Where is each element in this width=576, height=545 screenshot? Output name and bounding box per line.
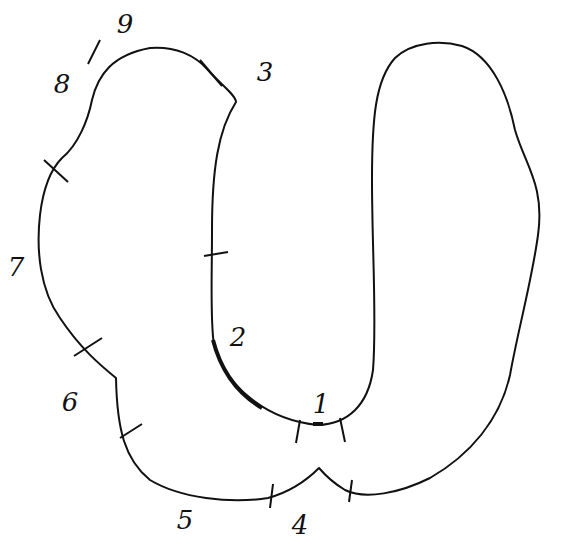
tick <box>204 252 228 256</box>
arch-outline-path <box>39 43 540 500</box>
callout-number: 4 <box>292 512 309 538</box>
callout-number: 6 <box>62 389 79 415</box>
callout-number: 5 <box>177 507 194 533</box>
tick <box>340 418 345 442</box>
tick <box>200 60 222 86</box>
boundary-ticks <box>44 40 352 508</box>
tick <box>120 424 142 438</box>
callout-number: 1 <box>313 391 330 417</box>
shaded-dot <box>313 422 323 426</box>
shaded-segment <box>213 340 262 408</box>
tick <box>270 484 273 508</box>
callout-number: 7 <box>8 254 25 280</box>
tick <box>74 338 102 356</box>
callout-number: 3 <box>257 59 274 85</box>
callout-number: 9 <box>117 11 134 37</box>
tick <box>44 160 68 182</box>
tick <box>88 40 100 64</box>
tick <box>296 420 300 443</box>
callout-number: 8 <box>54 71 71 97</box>
callout-number: 2 <box>230 324 247 350</box>
tick <box>349 480 352 502</box>
